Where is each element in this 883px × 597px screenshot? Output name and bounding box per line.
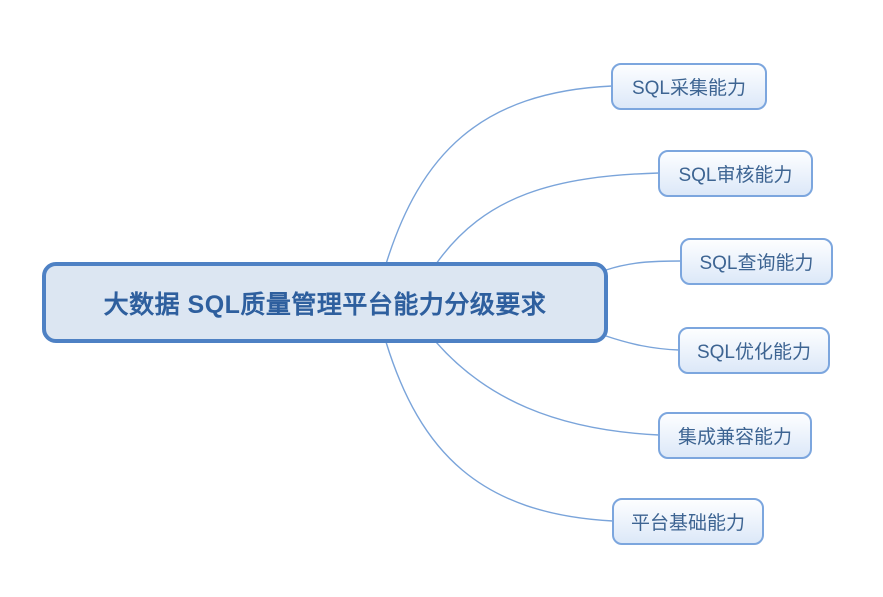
branch-node-sql-optimization[interactable]: SQL优化能力 <box>678 327 830 374</box>
branch-node-sql-query[interactable]: SQL查询能力 <box>680 238 833 285</box>
branch-node-label: 平台基础能力 <box>630 513 745 534</box>
branch-node-label: SQL查询能力 <box>699 253 814 274</box>
connector-branch-3 <box>605 335 680 351</box>
branch-node-label: 集成兼容能力 <box>677 427 792 448</box>
branch-node-platform-foundation[interactable]: 平台基础能力 <box>612 498 764 545</box>
connector-branch-5 <box>385 341 614 522</box>
branch-node-label: SQL审核能力 <box>678 165 793 186</box>
branch-node-label: SQL优化能力 <box>696 342 812 363</box>
connector-branch-2 <box>605 260 682 271</box>
branch-node-sql-collection[interactable]: SQL采集能力 <box>611 63 767 110</box>
branch-node-label: SQL采集能力 <box>631 78 747 99</box>
connector-branch-0 <box>385 85 613 265</box>
branch-node-sql-audit[interactable]: SQL审核能力 <box>658 150 813 197</box>
root-topic-node[interactable]: 大数据 SQL质量管理平台能力分级要求 <box>42 262 608 343</box>
root-topic-label: 大数据 SQL质量管理平台能力分级要求 <box>103 290 547 319</box>
connector-branch-1 <box>435 172 660 265</box>
connector-branch-4 <box>435 341 660 436</box>
branch-node-integration-compatibility[interactable]: 集成兼容能力 <box>658 412 812 459</box>
